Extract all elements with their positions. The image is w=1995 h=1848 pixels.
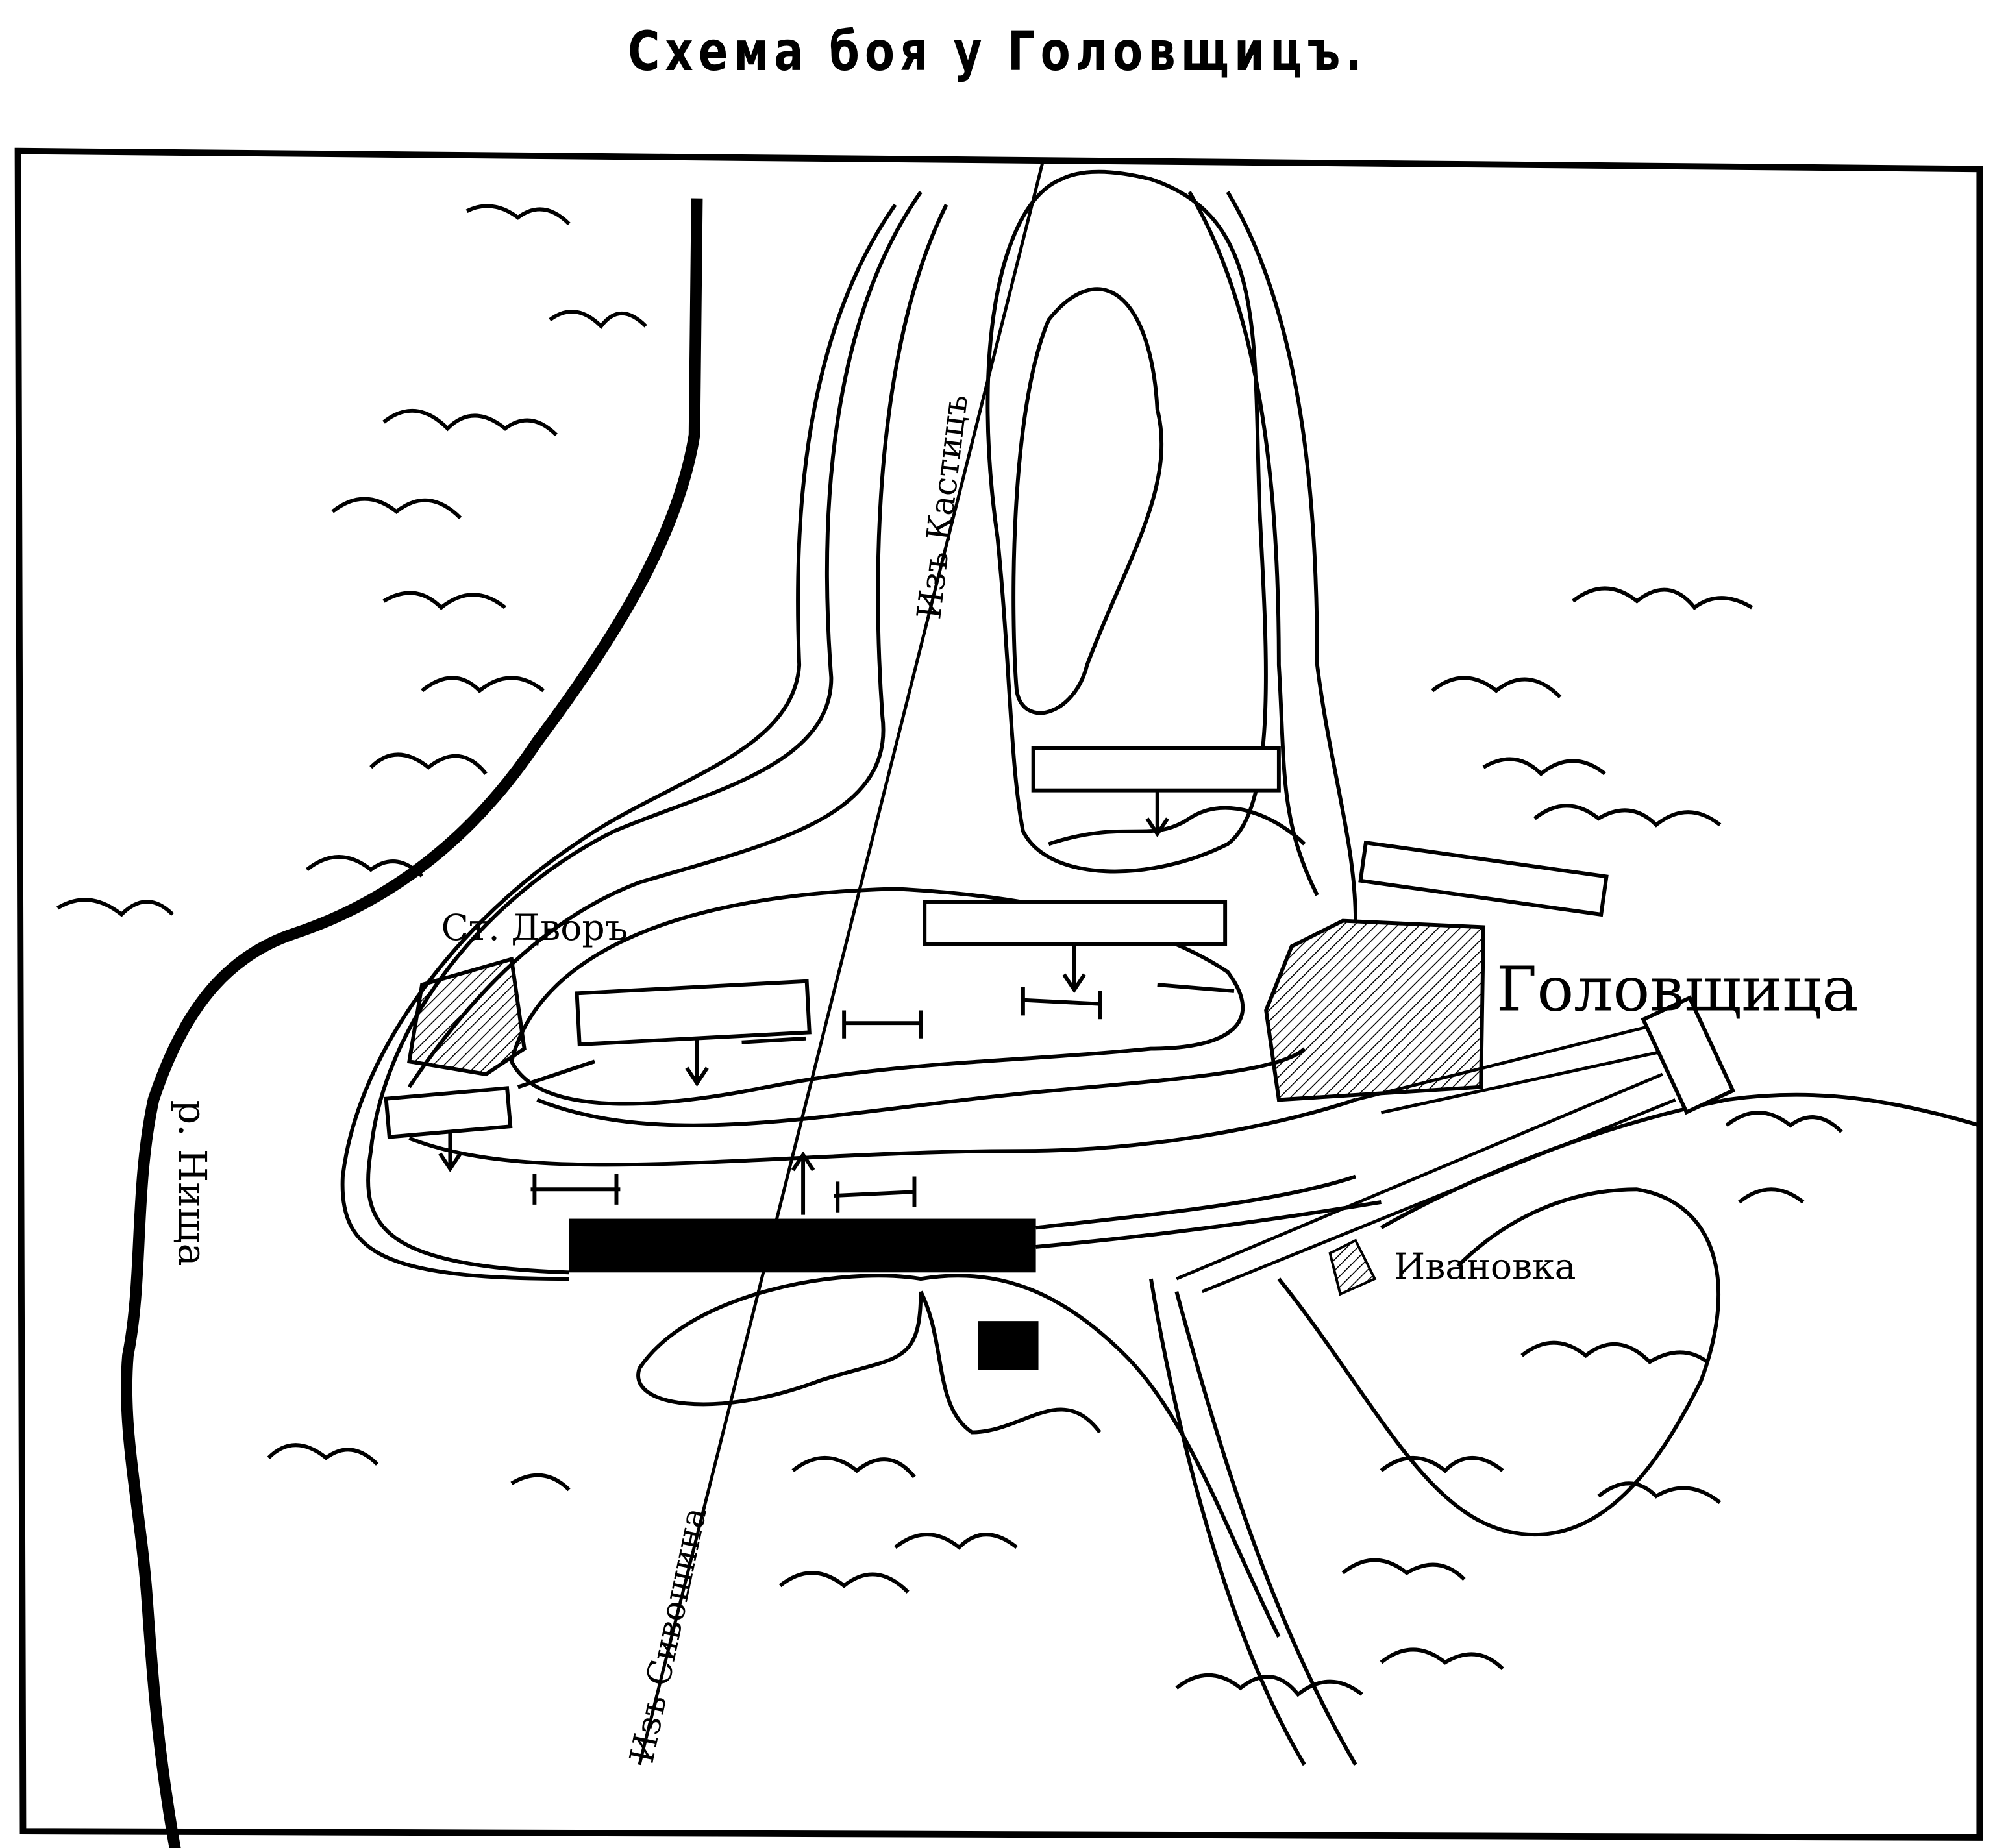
position-rect: [923, 900, 1228, 946]
position-rect: [384, 1086, 513, 1139]
map-title: Схема боя у Головщицъ.: [628, 19, 1367, 83]
label-ivanovka: Ивановка: [1394, 1246, 1576, 1288]
artillery-position: [978, 1321, 1039, 1370]
forest-west: [56, 204, 647, 917]
map-frame: [14, 147, 1983, 1841]
forest-east: [1175, 586, 1843, 1697]
position-rect: [575, 979, 812, 1047]
label-road-south: Изъ Сивошина: [623, 1504, 715, 1766]
movement-arrows: [438, 790, 1235, 1215]
enemy-position: [569, 1218, 1036, 1273]
contour-lines: [340, 169, 1981, 1766]
label-stary-dvor: Ст. Дворъ: [441, 907, 628, 949]
position-rect: [1358, 840, 1609, 917]
label-road-north: Изъ Кастицъ: [910, 392, 976, 621]
label-golovshchitsa: Головщица: [1496, 954, 1859, 1025]
village-golovshchitsa: [1264, 918, 1486, 1102]
village-stary-dvor: [406, 956, 527, 1077]
label-river: р. Нища: [170, 1100, 215, 1266]
road-east: [1176, 1021, 1676, 1294]
forest-south: [267, 1443, 1018, 1594]
roads: [638, 163, 1676, 1766]
river-nishcha: [121, 198, 703, 1848]
road-north-south: [638, 163, 1044, 1766]
position-rect: [1031, 746, 1281, 793]
village-ivanovka: [1328, 1238, 1377, 1296]
position-rect: [1641, 995, 1736, 1115]
